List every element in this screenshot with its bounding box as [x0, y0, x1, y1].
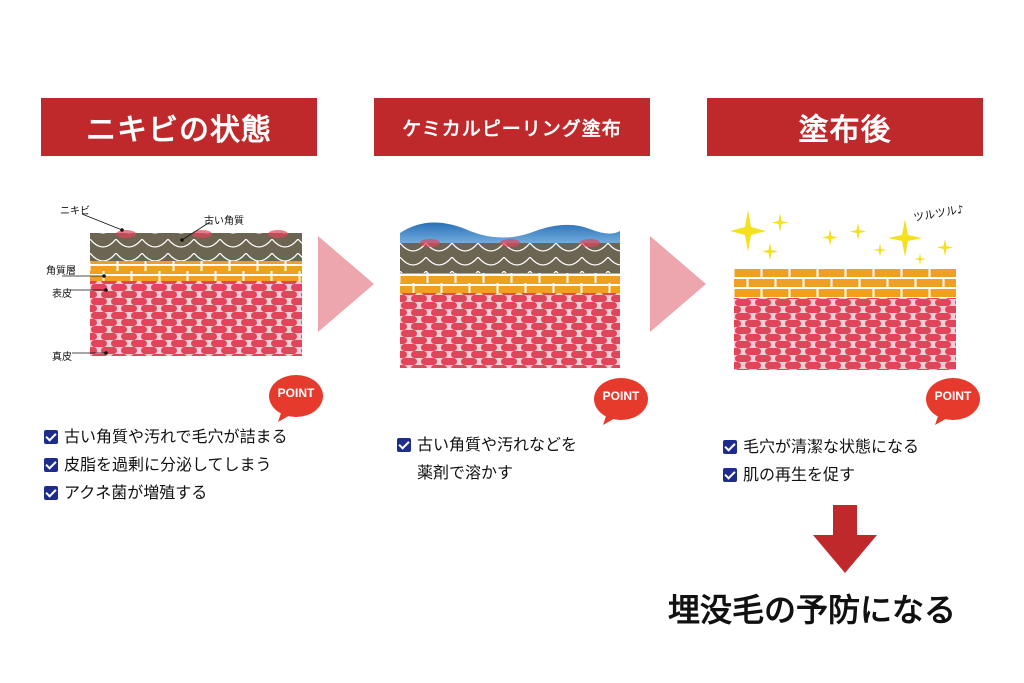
arrow-right-icon: [318, 236, 374, 332]
list-item: 古い角質や汚れなどを: [397, 431, 577, 459]
label-dermis: 真皮: [52, 352, 72, 363]
list-item: アクネ菌が増殖する: [44, 479, 288, 507]
list-item: 毛穴が清潔な状態になる: [723, 433, 919, 461]
speech-bubble-icon: [269, 375, 323, 422]
list-item: 肌の再生を促す: [723, 461, 919, 489]
point-label: POINT: [602, 389, 640, 403]
skin-diagram-peeling: [400, 222, 620, 368]
leader-lines: [81, 213, 124, 232]
arrow-right-icon: [650, 236, 706, 332]
checkbox-icon: [723, 468, 737, 482]
point-badge: POINT: [925, 377, 981, 425]
point-label: POINT: [277, 386, 315, 400]
skin-diagram-acne: [90, 230, 302, 356]
point-label: POINT: [934, 389, 972, 403]
speech-bubble-icon: [594, 378, 648, 425]
leader-lines: [180, 221, 211, 242]
panel-title: ニキビの状態: [86, 113, 272, 148]
speech-bubble-icon: [926, 378, 980, 425]
checkbox-icon: [397, 438, 411, 452]
checklist-acne: 古い角質や汚れで毛穴が詰まる 皮脂を過剰に分泌してしまう アクネ菌が増殖する: [44, 423, 288, 507]
skin-diagram-after: [734, 268, 956, 370]
checkbox-icon: [723, 440, 737, 454]
panel-title: ケミカルピーリング塗布: [402, 117, 622, 140]
leader-lines: [62, 274, 106, 278]
panel-header-acne: ニキビの状態: [41, 98, 317, 156]
panel-title: 塗布後: [798, 113, 892, 148]
list-item: 皮脂を過剰に分泌してしまう: [44, 451, 288, 479]
label-stratum-corneum: 角質層: [46, 266, 76, 277]
panel-header-peeling: ケミカルピーリング塗布: [374, 98, 650, 156]
checklist-after: 毛穴が清潔な状態になる 肌の再生を促す: [723, 433, 919, 489]
leader-lines: [70, 288, 108, 292]
checkbox-icon: [44, 486, 58, 500]
checklist-peeling: 古い角質や汚れなどを 薬剤で溶かす: [397, 431, 577, 487]
list-item: 古い角質や汚れで毛穴が詰まる: [44, 423, 288, 451]
point-badge: POINT: [593, 377, 649, 425]
panel-header-after: 塗布後: [707, 98, 983, 156]
point-badge: POINT: [268, 374, 324, 422]
checkbox-icon: [44, 430, 58, 444]
checkbox-icon: [44, 458, 58, 472]
leader-lines: [72, 351, 108, 355]
arrow-down-icon: [813, 505, 877, 573]
label-acne: ニキビ: [60, 206, 90, 217]
conclusion-text: 埋没毛の予防になる: [668, 591, 957, 629]
label-old-keratin: 古い角質: [204, 216, 244, 227]
sparkle-icon: [730, 210, 953, 265]
list-item: 薬剤で溶かす: [417, 463, 514, 482]
label-epidermis: 表皮: [52, 289, 72, 300]
